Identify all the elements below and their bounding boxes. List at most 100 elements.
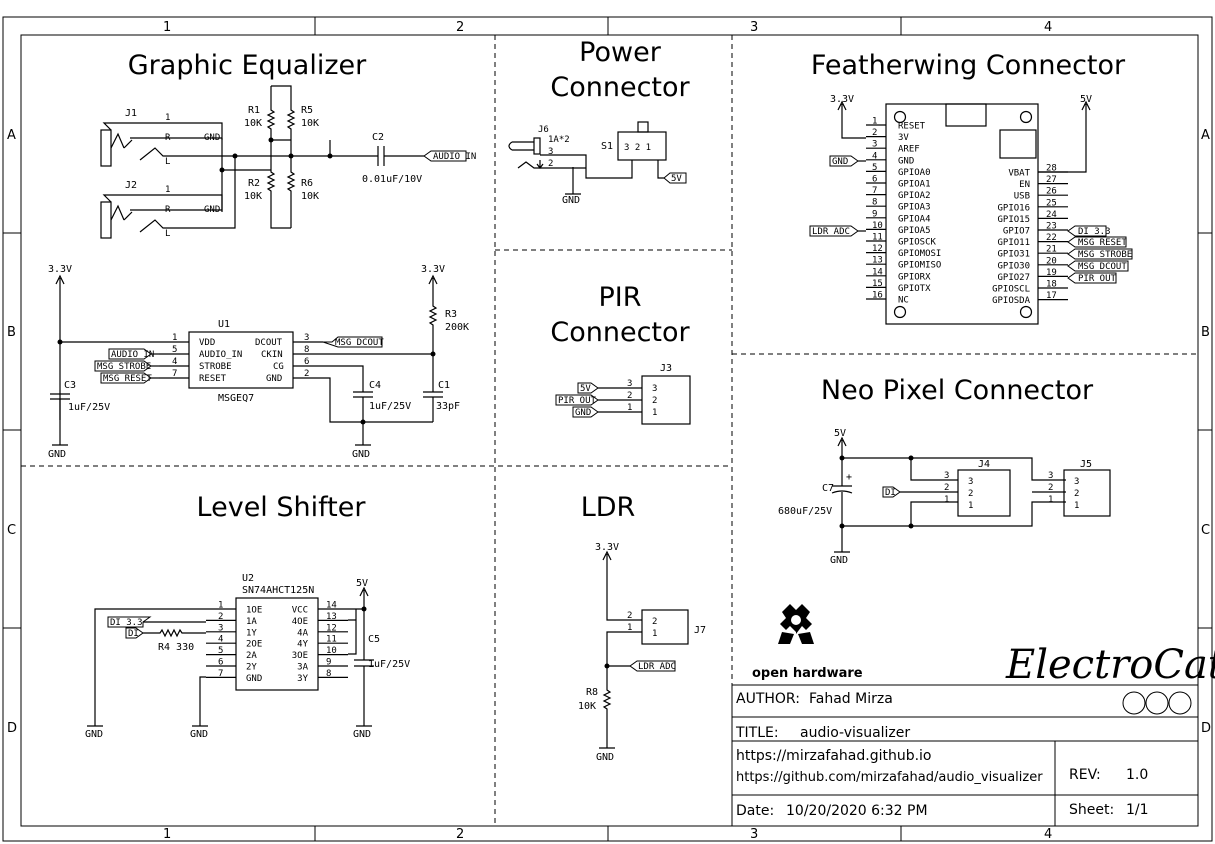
u2-pin-num-l1: 2 (218, 612, 223, 622)
section-title-ldr: LDR (581, 492, 636, 523)
u2-pin-num-r5: 9 (326, 658, 331, 668)
u2-pin-name-r4: 3OE (292, 651, 308, 661)
u1-left-pins: 1 5 4 7 VDD AUDIO_IN STROBE RESET (159, 333, 242, 384)
u1-pin-4: 4 (172, 357, 177, 367)
tag-audio-in: AUDIO_IN (111, 350, 154, 360)
feather-pin-num-l14: 15 (872, 279, 883, 289)
u1-body (188, 331, 294, 389)
ls-v5: 5V (356, 578, 368, 589)
row-label-a: A (7, 128, 16, 143)
u2-pin-num-l6: 7 (218, 669, 223, 679)
gnd-ldr: GND (596, 752, 614, 763)
j7-pin-1: 1 (627, 623, 632, 633)
tag-pir-5v: 5V (580, 384, 591, 394)
gnd-c4: GND (352, 449, 370, 460)
c5-label: C5 (368, 634, 380, 645)
u2-pin-num-r1: 13 (326, 612, 337, 622)
section-title-pir-1: PIR (598, 282, 641, 313)
feather-right-pins: 28VBAT27EN26USB25GPIO1624GPIO1523GPIO722… (992, 164, 1068, 306)
c4-value: 1uF/25V (369, 401, 411, 412)
row-label-d-right: D (1201, 721, 1211, 736)
brand-text: ElectroCat (1005, 642, 1215, 688)
u2-pin-name-r2: 4A (297, 628, 308, 638)
j3-inner-1: 1 (652, 408, 657, 418)
u2-pin-name-l3: 2OE (246, 640, 262, 650)
feather-pin-name-l2: AREF (898, 145, 920, 155)
feather-pin-name-r4: GPIO15 (997, 215, 1030, 225)
feather-pin-num-r7: 21 (1046, 245, 1057, 255)
feather-pin-num-r6: 22 (1046, 233, 1057, 243)
feather-pin-num-l1: 2 (872, 128, 877, 138)
date-label: Date: (736, 803, 774, 819)
c5-value: 1uF/25V (368, 659, 410, 670)
r3-label: R3 (445, 309, 457, 320)
j4-pin-3: 3 (944, 471, 949, 481)
feather-pin-num-r4: 24 (1046, 210, 1057, 220)
electrocat-logo: ElectroCat (1005, 642, 1215, 688)
feather-pin-num-r1: 27 (1046, 175, 1057, 185)
feather-pin-name-r8: GPIO30 (997, 261, 1030, 271)
j4-pin-2: 2 (944, 483, 949, 493)
feather-pin-name-l8: GPIOA4 (898, 214, 931, 224)
tag-feather-ldr: LDR_ADC (812, 227, 850, 237)
feather-pin-num-l3: 4 (872, 151, 877, 161)
u1-reset: RESET (199, 374, 227, 384)
col-label-3-bottom: 3 (750, 827, 758, 842)
feather-pin-name-r0: VBAT (1008, 169, 1030, 179)
tag-ldr-adc: LDR_ADC (638, 662, 676, 672)
feather-pin-num-l2: 3 (872, 140, 877, 150)
url-1: https://mirzafahad.github.io (736, 748, 932, 764)
u1-pin-5: 5 (172, 345, 177, 355)
u2-pin-num-l4: 5 (218, 646, 223, 656)
u1-pin-3: 3 (304, 333, 309, 343)
j7-body (641, 609, 689, 645)
feather-pin-name-l5: GPIOA1 (898, 180, 931, 190)
rev-label: REV: (1069, 767, 1101, 783)
c2-value: 0.01uF/10V (362, 174, 422, 185)
u2-pin-num-l2: 3 (218, 623, 223, 633)
j5-body (1063, 469, 1111, 517)
j5-label: J5 (1080, 459, 1092, 470)
u1-cg: CG (273, 362, 284, 372)
rev-value: 1.0 (1126, 767, 1148, 783)
section-dividers (21, 35, 1198, 826)
col-label-1: 1 (163, 20, 171, 35)
j3-inner-2: 2 (652, 396, 657, 406)
feather-pin-num-l6: 7 (872, 186, 877, 196)
tag-pir-out: PIR_OUT (558, 396, 597, 406)
feather-pin-num-l7: 8 (872, 198, 877, 208)
j7-label: J7 (694, 625, 706, 636)
feather-pin-num-r8: 20 (1046, 256, 1057, 266)
title-block: open hardware ElectroCat AUTHOR: Fahad M… (731, 604, 1215, 827)
tag-di33-ls: DI_3.3 (110, 618, 143, 628)
gnd-ls-2: GND (190, 729, 208, 740)
s1-pins: 3 2 1 (624, 143, 651, 153)
j1-pin-l: L (165, 157, 170, 167)
j2-pin-r: R (165, 205, 171, 215)
gnd-ls-3: GND (353, 729, 371, 740)
feather-pin-name-l15: NC (898, 296, 909, 306)
j5-pin-3: 3 (1048, 471, 1053, 481)
tag-5v-power: 5V (671, 174, 682, 184)
feather-pin-name-l0: RESET (898, 122, 926, 132)
feather-pin-name-l1: 3V (898, 133, 909, 143)
feather-pin-num-r2: 26 (1046, 187, 1057, 197)
col-label-1-bottom: 1 (163, 827, 171, 842)
sheet-label: Sheet: (1069, 802, 1114, 818)
neo-v5: 5V (834, 428, 846, 439)
u2-pin-name-l2: 1Y (246, 628, 257, 638)
tag-di-ls: DI (128, 629, 139, 639)
r3-value: 200K (445, 322, 469, 333)
j4-inner-2: 2 (968, 489, 973, 499)
j5-inner-1: 1 (1074, 501, 1079, 511)
u2-body (235, 597, 319, 691)
tag-msg-strobe-f: MSG_STROBE (1078, 250, 1132, 260)
sheet-value: 1/1 (1126, 802, 1149, 818)
neo-pixel-circuit: 5V + C7 680uF/25V GND DI J4 3 2 1 3 2 1 … (778, 428, 1111, 566)
u2-pin-num-r0: 14 (326, 601, 337, 611)
j5-pin-2: 2 (1048, 483, 1053, 493)
u1-dcout: DCOUT (255, 338, 283, 348)
tag-di33: DI_3.3 (1078, 227, 1111, 237)
u2-pin-num-r2: 12 (326, 623, 337, 633)
